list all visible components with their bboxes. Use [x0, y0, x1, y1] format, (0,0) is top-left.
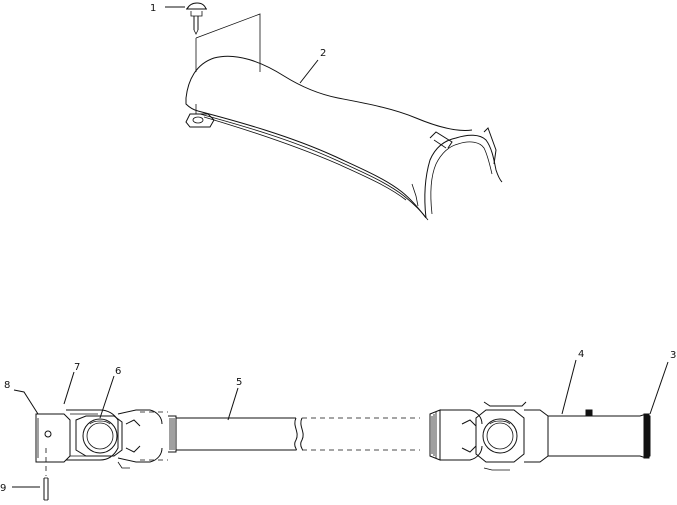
fastener-part-1	[186, 2, 207, 35]
seal-ring-part-3	[639, 413, 651, 459]
callout-leader-8	[13, 389, 39, 415]
installation-guide-lines	[195, 13, 261, 72]
callout-label-7: 7	[74, 362, 80, 373]
pin-part-9	[43, 448, 49, 501]
callout-leader-6	[99, 375, 115, 419]
guard-cover-part-2	[185, 55, 503, 221]
drive-shaft-part-5	[168, 415, 420, 453]
callout-label-5: 5	[236, 377, 242, 388]
callout-leader-4	[561, 359, 577, 415]
left-u-joint	[66, 409, 168, 469]
callout-leader-2	[299, 59, 319, 84]
callout-label-8: 8	[4, 380, 10, 391]
callout-label-9: 9	[0, 483, 6, 494]
callout-label-1: 1	[150, 3, 156, 14]
right-u-joint	[429, 401, 640, 471]
callout-leader-3	[649, 361, 669, 415]
callout-leader-5	[227, 387, 239, 421]
callout-label-3: 3	[670, 350, 676, 361]
callout-label-6: 6	[115, 366, 121, 377]
callout-label-4: 4	[578, 349, 584, 360]
end-yoke-part-8	[35, 413, 71, 463]
callout-label-2: 2	[320, 48, 326, 59]
callout-leader-7	[63, 371, 75, 405]
